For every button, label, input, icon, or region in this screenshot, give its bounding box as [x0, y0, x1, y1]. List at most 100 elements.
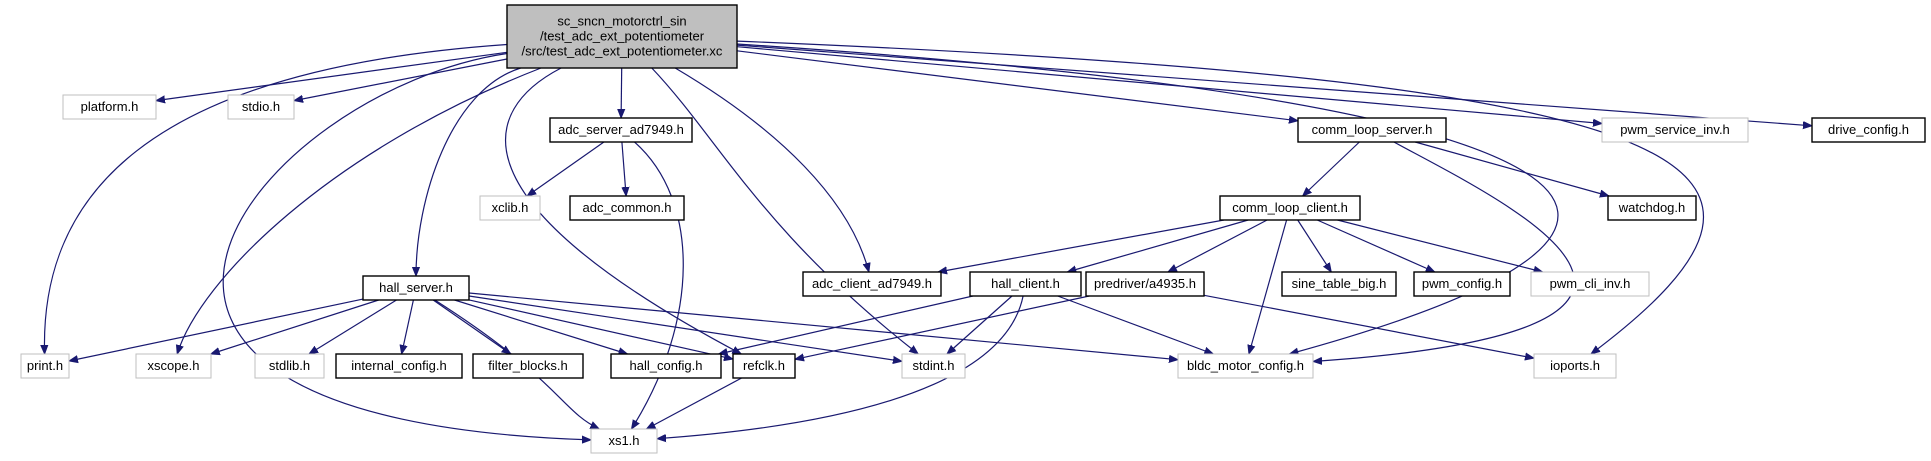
- edge-root-to-xs1: [222, 52, 591, 440]
- node-adc-client[interactable]: adc_client_ad7949.h: [802, 271, 942, 297]
- node-refclk[interactable]: refclk.h: [732, 353, 796, 379]
- edge-root-to-stdio: [294, 58, 508, 101]
- node-label: hall_client.h: [991, 276, 1060, 291]
- node-label: xclib.h: [492, 200, 529, 215]
- node-xclib: xclib.h: [479, 195, 541, 221]
- edge-root-to-platform: [156, 51, 508, 100]
- node-sine-table[interactable]: sine_table_big.h: [1281, 271, 1397, 297]
- edge-comm_loop_server-to-watchdog: [1414, 141, 1609, 196]
- node-label: hall_config.h: [630, 358, 703, 373]
- node-hall-config[interactable]: hall_config.h: [610, 353, 722, 379]
- node-drive-config[interactable]: drive_config.h: [1811, 117, 1926, 143]
- node-pwm-config[interactable]: pwm_config.h: [1413, 271, 1511, 297]
- edge-root-to-hall_server: [416, 67, 521, 276]
- node-label: ioports.h: [1550, 358, 1600, 373]
- edge-comm_loop_client-to-sine_table: [1297, 219, 1332, 272]
- node-box: [1601, 117, 1749, 143]
- node-box: [1281, 271, 1397, 297]
- node-box: [1219, 195, 1361, 221]
- node-label: hall_server.h: [379, 280, 453, 295]
- node-label: adc_common.h: [583, 200, 672, 215]
- node-box: [549, 117, 693, 143]
- node-stdint: stdint.h: [901, 353, 966, 379]
- node-xscope: xscope.h: [135, 353, 212, 379]
- edge-adc_server-to-xs1: [632, 141, 684, 429]
- node-label: /test_adc_ext_potentiometer: [540, 29, 705, 44]
- edge-root-to-print: [44, 43, 508, 355]
- node-label: adc_server_ad7949.h: [558, 122, 684, 137]
- node-stdlib: stdlib.h: [254, 353, 325, 379]
- edge-hall_client-to-stdint: [947, 295, 1013, 354]
- node-label: print.h: [27, 358, 63, 373]
- node-internal-config[interactable]: internal_config.h: [335, 353, 463, 379]
- node-predriver[interactable]: predriver/a4935.h: [1085, 271, 1205, 297]
- edge-predriver-to-ioports: [1203, 294, 1534, 358]
- node-hall-client[interactable]: hall_client.h: [969, 271, 1082, 297]
- edge-root-to-adc_server: [621, 67, 622, 118]
- node-hall-server[interactable]: hall_server.h: [362, 275, 470, 301]
- edge-root-to-comm_loop_server: [736, 50, 1298, 121]
- node-box: [479, 195, 541, 221]
- node-filter-blocks[interactable]: filter_blocks.h: [472, 353, 584, 379]
- node-box: [135, 353, 212, 379]
- node-label: drive_config.h: [1828, 122, 1909, 137]
- edge-comm_loop_client-to-pwm_config: [1316, 219, 1435, 273]
- node-label: xscope.h: [147, 358, 199, 373]
- node-xs1: xs1.h: [590, 428, 658, 454]
- node-label: sc_sncn_motorctrl_sin: [557, 14, 686, 29]
- edge-comm_loop_server-to-bldc: [1313, 141, 1575, 362]
- node-label: filter_blocks.h: [488, 358, 567, 373]
- node-label: stdio.h: [242, 99, 280, 114]
- edge-comm_loop_client-to-hall_client: [1067, 219, 1249, 272]
- node-label: /src/test_adc_ext_potentiometer.xc: [522, 44, 723, 59]
- node-label: xs1.h: [608, 433, 639, 448]
- node-comm-loop-server[interactable]: comm_loop_server.h: [1297, 117, 1447, 143]
- node-label: sine_table_big.h: [1292, 276, 1387, 291]
- edge-comm_loop_server-to-comm_loop_client: [1303, 141, 1360, 196]
- node-comm-loop-client[interactable]: comm_loop_client.h: [1219, 195, 1361, 221]
- node-adc-server[interactable]: adc_server_ad7949.h: [549, 117, 693, 143]
- node-box: [969, 271, 1082, 297]
- nodes-layer: sc_sncn_motorctrl_sin/test_adc_ext_poten…: [20, 4, 1926, 454]
- node-box: [227, 94, 295, 120]
- edges-layer: [44, 40, 1812, 440]
- node-pwm-service-inv: pwm_service_inv.h: [1601, 117, 1749, 143]
- edge-hall_server-to-hall_config: [454, 299, 628, 354]
- edge-adc_server-to-adc_common: [622, 141, 626, 196]
- node-box: [1530, 271, 1650, 297]
- node-box: [1085, 271, 1205, 297]
- edge-hall_server-to-bldc: [468, 292, 1178, 360]
- node-label: comm_loop_client.h: [1232, 200, 1348, 215]
- node-box: [1533, 353, 1617, 379]
- node-box: [1297, 117, 1447, 143]
- node-box: [62, 94, 157, 120]
- node-label: pwm_cli_inv.h: [1550, 276, 1631, 291]
- node-box: [254, 353, 325, 379]
- node-box: [610, 353, 722, 379]
- node-box: [362, 275, 470, 301]
- edge-hall_server-to-stdint: [468, 295, 902, 361]
- node-label: pwm_service_inv.h: [1620, 122, 1730, 137]
- node-watchdog[interactable]: watchdog.h: [1607, 195, 1697, 221]
- edge-root-to-stdint: [651, 67, 918, 354]
- node-root[interactable]: sc_sncn_motorctrl_sin/test_adc_ext_poten…: [506, 4, 738, 69]
- node-label: platform.h: [81, 99, 139, 114]
- edge-comm_loop_client-to-pwm_cli_inv: [1337, 219, 1542, 272]
- node-adc-common[interactable]: adc_common.h: [569, 195, 685, 221]
- node-label: stdlib.h: [269, 358, 310, 373]
- node-box: [1413, 271, 1511, 297]
- node-box: [569, 195, 685, 221]
- node-box: [1811, 117, 1926, 143]
- node-platform: platform.h: [62, 94, 157, 120]
- node-ioports: ioports.h: [1533, 353, 1617, 379]
- node-label: bldc_motor_config.h: [1187, 358, 1304, 373]
- node-label: internal_config.h: [351, 358, 446, 373]
- edge-hall_client-to-bldc: [1057, 295, 1214, 354]
- node-box: [472, 353, 584, 379]
- edge-root-to-pwm_service_inv: [736, 46, 1602, 124]
- node-pwm-cli-inv: pwm_cli_inv.h: [1530, 271, 1650, 297]
- node-label: watchdog.h: [1618, 200, 1686, 215]
- node-label: predriver/a4935.h: [1094, 276, 1196, 291]
- node-label: pwm_config.h: [1422, 276, 1502, 291]
